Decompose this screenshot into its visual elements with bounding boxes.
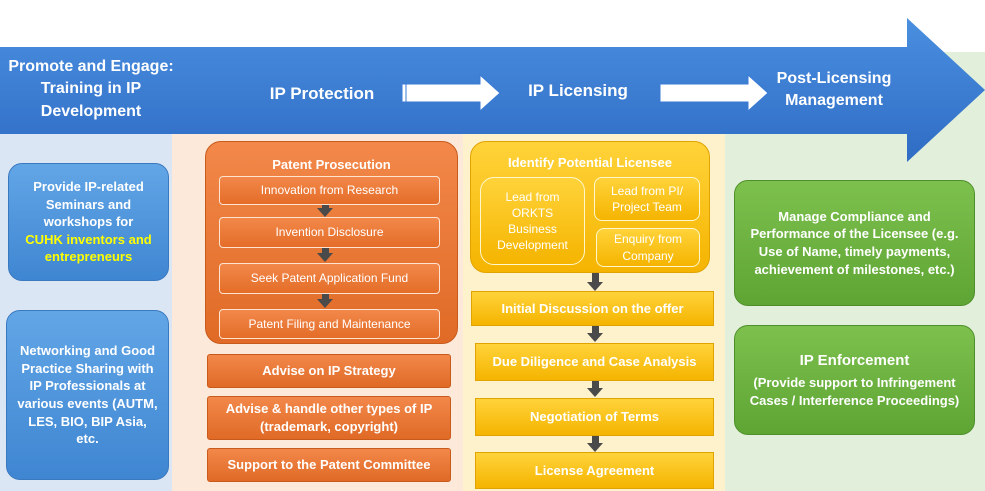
arrow-stem <box>592 436 599 444</box>
down-arrow-icon <box>317 299 333 308</box>
arrow-stem <box>322 248 329 254</box>
down-arrow-icon <box>587 282 603 291</box>
step-seek-fund: Seek Patent Application Fund <box>219 263 440 294</box>
compliance-box: Manage Compliance and Performance of the… <box>734 180 975 306</box>
down-arrow-icon <box>587 388 603 397</box>
down-arrow-icon <box>587 443 603 452</box>
patent-committee-box: Support to the Patent Committee <box>207 448 451 482</box>
seminars-box: Provide IP-related Seminars and workshop… <box>8 163 169 281</box>
down-arrow-icon <box>587 333 603 342</box>
other-ip-types-box: Advise & handle other types of IP (trade… <box>207 396 451 440</box>
stage-protection-title: IP Protection <box>269 84 375 103</box>
arrow-stem <box>322 205 329 209</box>
down-arrow-icon <box>317 253 333 262</box>
arrow-protection-to-licensing-icon <box>402 74 501 113</box>
enquiry-company-box: Enquiry from Company <box>596 228 700 267</box>
arrow-stem <box>592 326 599 334</box>
negotiation-box: Negotiation of Terms <box>475 398 714 436</box>
step-patent-filing: Patent Filing and Maintenance <box>219 309 440 339</box>
arrow-stem <box>592 273 599 284</box>
enforcement-box: IP Enforcement (Provide support to Infri… <box>734 325 975 435</box>
step-invention-disclosure: Invention Disclosure <box>219 217 440 248</box>
stage-post-title: Post-Licensing Management <box>776 70 892 110</box>
stage-licensing-title: IP Licensing <box>528 81 628 100</box>
step-innovation: Innovation from Research <box>219 176 440 205</box>
initial-discussion-box: Initial Discussion on the offer <box>471 291 714 326</box>
license-agreement-box: License Agreement <box>475 452 714 489</box>
seminars-highlight-text: CUHK inventors and entrepreneurs <box>25 231 152 265</box>
arrow-stem <box>322 294 329 300</box>
lead-orkts-box: Lead from ORKTS Business Development <box>480 177 585 265</box>
down-arrow-icon <box>317 208 333 217</box>
enforcement-title: IP Enforcement <box>799 351 910 369</box>
lead-pi-box: Lead from PI/ Project Team <box>594 177 700 221</box>
identify-licensee-title: Identify Potential Licensee <box>508 155 672 170</box>
enforcement-body: (Provide support to Infringement Cases /… <box>749 375 960 408</box>
arrow-licensing-to-post-icon <box>660 74 769 113</box>
stage-promote-title: Promote and Engage: Training in IP Devel… <box>8 58 174 120</box>
patent-prosecution-title: Patent Prosecution <box>272 157 391 172</box>
networking-text: Networking and Good Practice Sharing wit… <box>17 343 158 447</box>
advise-ip-strategy-box: Advise on IP Strategy <box>207 354 451 388</box>
seminars-text: Provide IP-related Seminars and workshop… <box>33 179 144 230</box>
due-diligence-box: Due Diligence and Case Analysis <box>475 343 714 381</box>
networking-box: Networking and Good Practice Sharing wit… <box>6 310 169 480</box>
arrow-stem <box>592 381 599 389</box>
